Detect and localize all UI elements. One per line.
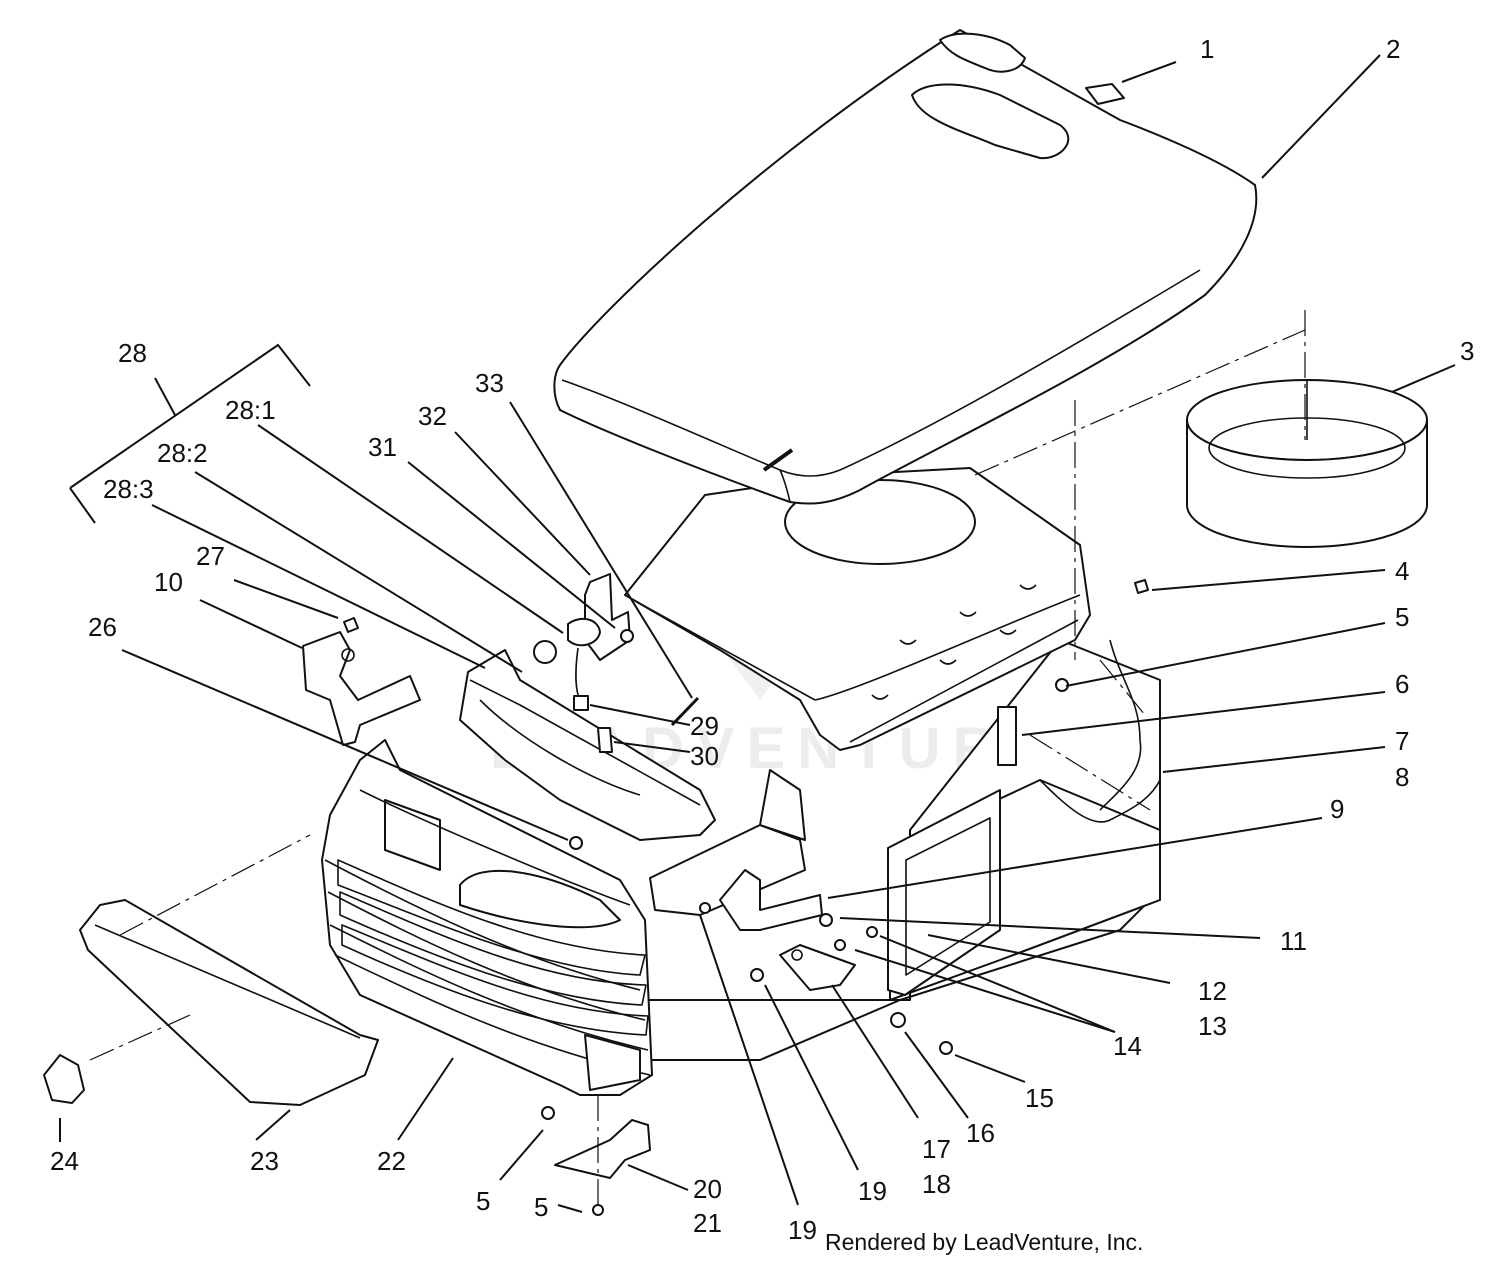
label-33: 33 xyxy=(475,368,504,398)
fasteners xyxy=(541,579,1149,1216)
label-8: 8 xyxy=(1395,762,1409,792)
part-3-ring xyxy=(1186,379,1428,548)
label-17: 17 xyxy=(922,1134,951,1164)
label-16: 16 xyxy=(966,1118,995,1148)
label-11: 11 xyxy=(1280,926,1307,956)
label-28-3: 28:3 xyxy=(103,474,154,504)
label-13: 13 xyxy=(1198,1011,1227,1041)
part-6-block xyxy=(997,706,1017,766)
label-28-2: 28:2 xyxy=(157,438,208,468)
part-10-bracket xyxy=(302,631,421,746)
label-9: 9 xyxy=(1330,794,1344,824)
part-29-screw xyxy=(670,696,700,727)
label-14: 14 xyxy=(1113,1031,1142,1061)
label-5-upper: 5 xyxy=(1395,602,1409,632)
label-27: 27 xyxy=(196,541,225,571)
label-30: 30 xyxy=(690,741,719,771)
label-5-lower-left: 5 xyxy=(476,1186,490,1216)
label-29: 29 xyxy=(690,711,719,741)
label-2: 2 xyxy=(1386,34,1400,64)
part-23-bumper xyxy=(79,899,379,1106)
label-12: 12 xyxy=(1198,976,1227,1006)
leader-lines xyxy=(59,54,1456,1213)
label-10: 10 xyxy=(154,567,183,597)
label-19-bottom: 19 xyxy=(788,1215,817,1245)
part-27-nut xyxy=(343,617,359,633)
label-23: 23 xyxy=(250,1146,279,1176)
callout-labels: 1 2 3 4 5 6 7 8 9 11 12 13 14 15 16 17 1… xyxy=(50,34,1474,1245)
label-24: 24 xyxy=(50,1146,79,1176)
label-7: 7 xyxy=(1395,726,1409,756)
part-9-bracket xyxy=(649,769,823,931)
label-15: 15 xyxy=(1025,1083,1054,1113)
label-19-right: 19 xyxy=(858,1176,887,1206)
label-28-1: 28:1 xyxy=(225,395,276,425)
label-4: 4 xyxy=(1395,556,1409,586)
part-20-plate xyxy=(554,1119,651,1179)
label-28: 28 xyxy=(118,338,147,368)
part-24-cap xyxy=(43,1054,85,1104)
part-22-grille xyxy=(321,739,653,1096)
part-28-headlight xyxy=(459,649,716,841)
part-2-hood xyxy=(553,29,1258,505)
label-31: 31 xyxy=(368,432,397,462)
label-22: 22 xyxy=(377,1146,406,1176)
label-1: 1 xyxy=(1200,34,1214,64)
credit-text: Rendered by LeadVenture, Inc. xyxy=(825,1229,1143,1255)
label-5-bottom: 5 xyxy=(534,1192,548,1222)
label-3: 3 xyxy=(1460,336,1474,366)
label-6: 6 xyxy=(1395,669,1409,699)
label-26: 26 xyxy=(88,612,117,642)
label-18: 18 xyxy=(922,1169,951,1199)
part-17-plate xyxy=(779,944,856,991)
centerlines xyxy=(89,310,1306,1205)
part-31-screw xyxy=(620,629,634,643)
label-20: 20 xyxy=(693,1174,722,1204)
label-21: 21 xyxy=(693,1208,722,1238)
label-32: 32 xyxy=(418,401,447,431)
part-28-1-socket xyxy=(533,617,613,753)
